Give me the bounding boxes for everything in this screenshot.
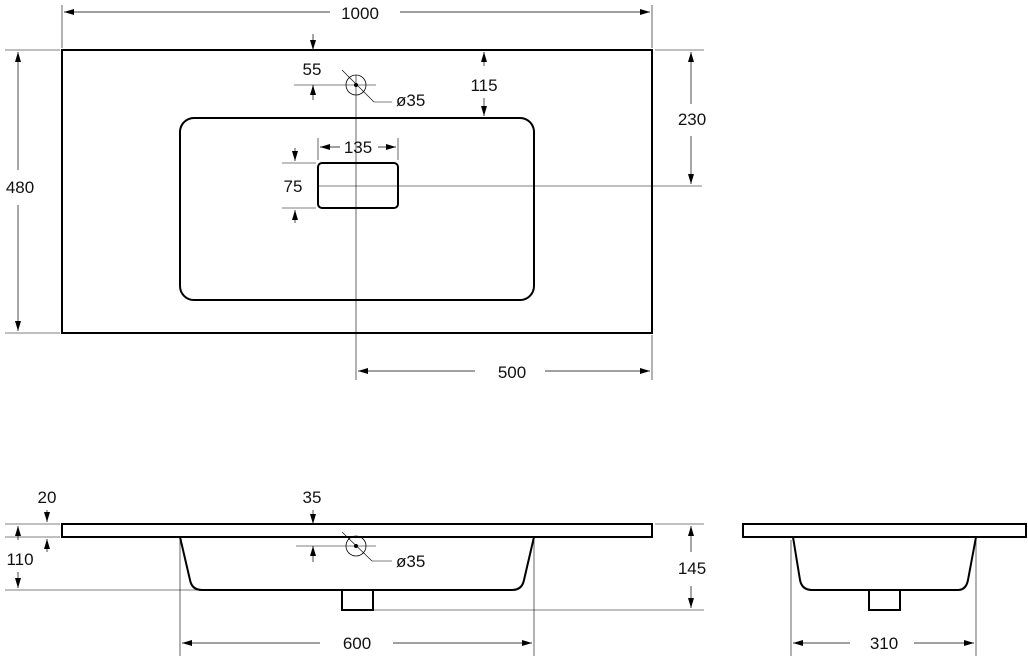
dim-top-width: 1000 <box>341 4 379 23</box>
front-view: 35 ø35 20 110 145 600 <box>5 488 706 656</box>
dim-drain-height: 75 <box>284 177 303 196</box>
dim-top-depth: 480 <box>6 178 34 197</box>
side-bowl-outline <box>792 536 977 591</box>
countertop-outline <box>61 49 653 334</box>
side-slab-outline <box>742 523 1027 538</box>
dim-bowl-width: 600 <box>343 634 371 653</box>
dim-tap-height: 110 <box>6 550 33 569</box>
dim-tap-depth-side: 35 <box>303 488 322 507</box>
side-drain-outline <box>868 589 901 611</box>
dim-tap-diameter-top: ø35 <box>396 91 425 110</box>
side-view: 310 <box>742 523 1027 656</box>
dim-bowl-offset: 115 <box>470 76 497 95</box>
dim-drain-center-offset: 500 <box>498 363 526 382</box>
dim-total-height: 145 <box>678 559 706 578</box>
bowl-outline <box>179 117 535 301</box>
dim-slab-thickness: 20 <box>38 488 57 507</box>
dim-drain-width: 135 <box>344 138 372 157</box>
dim-side-bowl-width: 310 <box>870 634 898 653</box>
drain-outline <box>317 162 399 209</box>
dim-tap-diameter-front: ø35 <box>396 552 425 571</box>
top-view: 1000 480 55 ø35 115 230 135 75 <box>5 4 706 382</box>
dim-tap-offset: 55 <box>303 60 322 79</box>
dim-drain-depth-offset: 230 <box>678 110 706 129</box>
front-slab-outline <box>61 523 653 538</box>
front-drain-outline <box>341 589 374 611</box>
